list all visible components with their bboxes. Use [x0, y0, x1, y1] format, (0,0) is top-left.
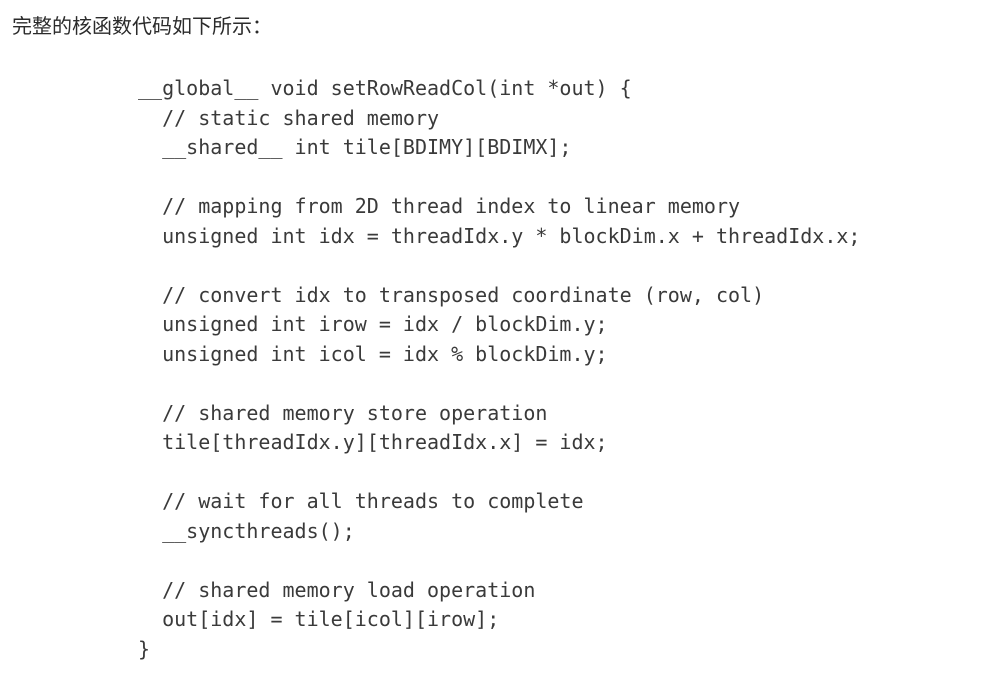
- code-line: // static shared memory: [138, 105, 440, 130]
- code-line: // mapping from 2D thread index to linea…: [138, 194, 741, 218]
- code-line: unsigned int irow = idx / blockDim.y;: [138, 312, 608, 336]
- code-line: }: [138, 636, 151, 661]
- code-line: [138, 163, 860, 193]
- code-line: unsigned int idx = threadIdx.y * blockDi…: [138, 223, 861, 248]
- code-line: // shared memory load operation: [138, 577, 536, 602]
- code-line: [138, 546, 860, 576]
- code-block: __global__ void setRowReadCol(int *out) …: [138, 74, 860, 664]
- code-line: [138, 458, 860, 488]
- code-line: // convert idx to transposed coordinate …: [138, 282, 765, 307]
- code-line: tile[threadIdx.y][threadIdx.x] = idx;: [138, 430, 608, 454]
- code-line: __global__ void setRowReadCol(int *out) …: [138, 76, 632, 100]
- code-line: __syncthreads();: [138, 518, 355, 543]
- code-line: out[idx] = tile[icol][irow];: [138, 607, 500, 631]
- code-line: [138, 251, 860, 281]
- intro-text: 完整的核函数代码如下所示：: [12, 14, 272, 38]
- code-line: [138, 369, 860, 399]
- code-line: // shared memory store operation: [138, 400, 548, 425]
- code-line: __shared__ int tile[BDIMY][BDIMX];: [138, 135, 572, 159]
- code-line: // wait for all threads to complete: [138, 489, 584, 513]
- code-line: unsigned int icol = idx % blockDim.y;: [138, 341, 608, 366]
